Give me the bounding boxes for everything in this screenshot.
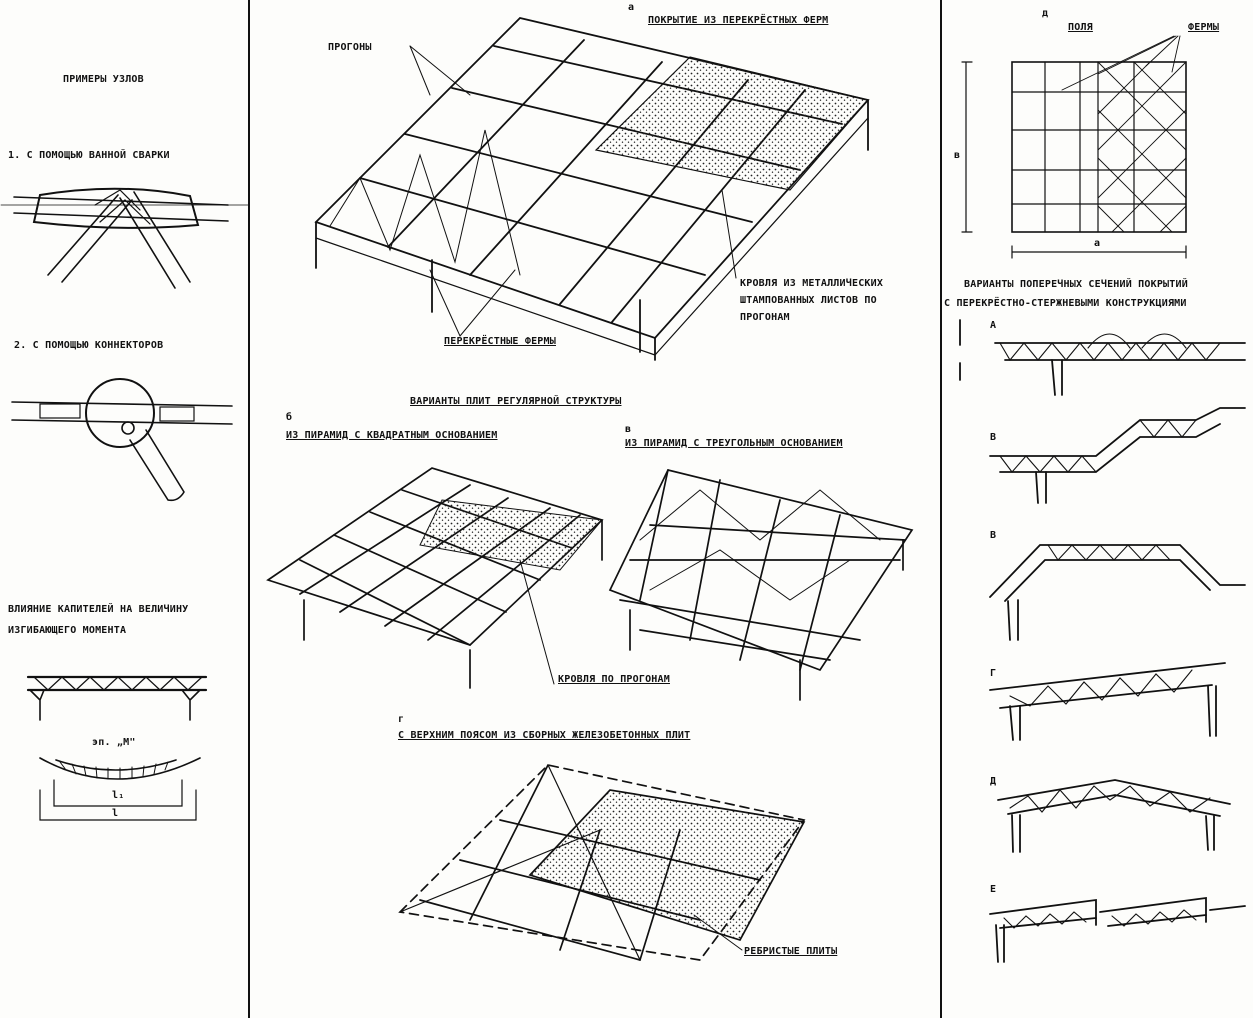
section-label-V: В [990, 530, 997, 541]
span-l-label: l [112, 808, 119, 819]
marker-g: г [398, 714, 405, 725]
section-label-B: В [990, 432, 997, 443]
influence-title-line1: ВЛИЯНИЕ КАПИТЕЛЕЙ НА ВЕЛИЧИНУ [8, 604, 189, 615]
label-crossed-trusses: ПЕРЕКРЁСТНЫЕ ФЕРМЫ [444, 336, 556, 347]
node2-caption: 2. С ПОМОЩЬЮ КОННЕКТОРОВ [14, 340, 164, 351]
moment-diagram-sketch [26, 675, 208, 821]
rc-slab-plate-sketch [398, 764, 806, 961]
ribbed-slabs-label: РЕБРИСТЫЕ ПЛИТЫ [744, 946, 838, 957]
plates-title: ВАРИАНТЫ ПЛИТ РЕГУЛЯРНОЙ СТРУКТУРЫ [410, 396, 622, 407]
span-l1-label: l₁ [112, 790, 125, 801]
roof-line2: ШТАМПОВАННЫХ ЛИСТОВ ПО [740, 295, 877, 306]
marker-v: в [625, 424, 632, 435]
section-V-sketch [989, 544, 1246, 641]
plan-dim-a: а [1094, 238, 1101, 249]
title-g: С ВЕРХНИМ ПОЯСОМ ИЗ СБОРНЫХ ЖЕЛЕЗОБЕТОНН… [398, 730, 691, 741]
influence-title-line2: ИЗГИБАЮЩЕГО МОМЕНТА [8, 625, 127, 636]
weld-node-sketch [0, 187, 249, 289]
section-D-sketch [997, 779, 1231, 853]
title-v: ИЗ ПИРАМИД С ТРЕУГОЛЬНЫМ ОСНОВАНИЕМ [625, 438, 843, 449]
crossed-truss-roof-sketch [314, 17, 870, 361]
section-label-E: Е [990, 884, 997, 895]
nodes-title: ПРИМЕРЫ УЗЛОВ [63, 74, 144, 85]
square-pyramid-plate-sketch [266, 467, 604, 689]
title-a: ПОКРЫТИЕ ИЗ ПЕРЕКРЁСТНЫХ ФЕРМ [648, 15, 829, 26]
triangular-pyramid-plate-sketch [608, 469, 914, 701]
plan-diagram-sketch [961, 35, 1187, 259]
section-label-D: Д [990, 776, 997, 787]
section-label-A: А [990, 320, 997, 331]
section-B-sketch [989, 407, 1246, 504]
moment-label: эп. „М" [92, 737, 136, 748]
marker-a: а [628, 2, 635, 13]
plan-field-label: ПОЛЯ [1068, 22, 1093, 33]
marker-b: б [286, 412, 293, 423]
section-A-sketch [959, 319, 1246, 396]
plan-trusses-label: ФЕРМЫ [1188, 22, 1220, 33]
sections-title-line2: С ПЕРЕКРЁСТНО-СТЕРЖНЕВЫМИ КОНСТРУКЦИЯМИ [944, 298, 1187, 309]
section-label-G: Г [990, 668, 997, 679]
section-G-sketch [989, 662, 1226, 741]
plan-dim-b: в [954, 150, 961, 161]
node1-caption: 1. С ПОМОЩЬЮ ВАННОЙ СВАРКИ [8, 150, 170, 161]
roof-purlins-label: КРОВЛЯ ПО ПРОГОНАМ [558, 674, 670, 685]
label-purlins: ПРОГОНЫ [328, 42, 372, 53]
roof-line1: КРОВЛЯ ИЗ МЕТАЛЛИЧЕСКИХ [740, 278, 884, 289]
roof-line3: ПРОГОНАМ [740, 312, 790, 323]
connector-node-sketch [11, 378, 233, 502]
marker-d: д [1042, 8, 1049, 19]
sections-title-line1: ВАРИАНТЫ ПОПЕРЕЧНЫХ СЕЧЕНИЙ ПОКРЫТИЙ [964, 279, 1188, 290]
title-b: ИЗ ПИРАМИД С КВАДРАТНЫМ ОСНОВАНИЕМ [286, 430, 498, 441]
section-E-sketch [989, 896, 1246, 963]
